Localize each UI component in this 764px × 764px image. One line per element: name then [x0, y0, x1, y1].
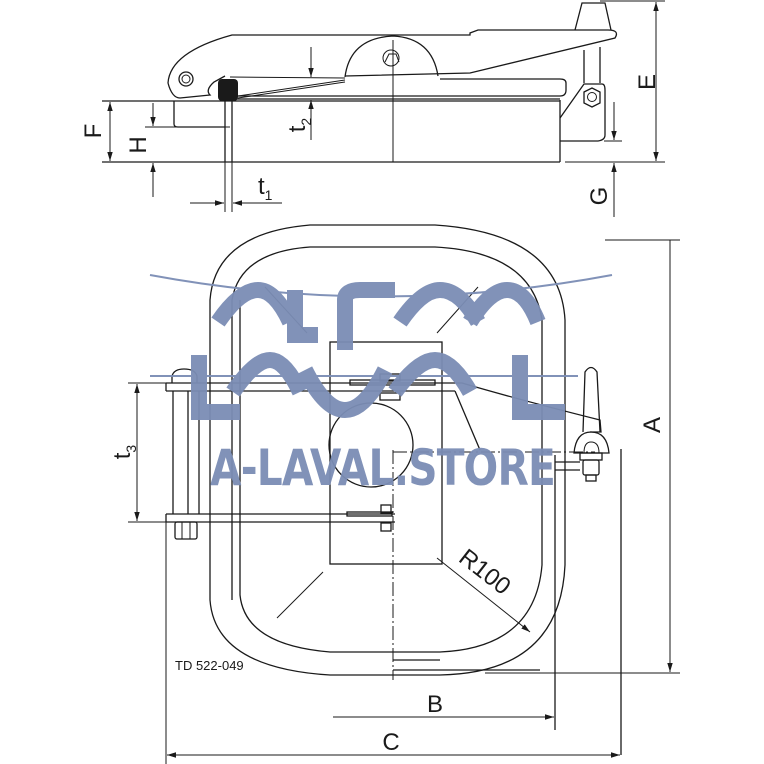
dim-label-t3: t3	[109, 445, 139, 460]
dim-label-g: G	[586, 187, 613, 206]
watermark-text: A-LAVAL.STORE	[210, 439, 555, 497]
drawing-reference: TD 522-049	[175, 658, 244, 673]
dim-label-c: C	[382, 729, 399, 756]
side-view: F H t1 t2 E G	[80, 0, 665, 217]
dim-label-t1: t1	[258, 173, 273, 203]
dim-label-b: B	[427, 691, 443, 718]
radius-label: R100	[454, 544, 516, 601]
dim-label-e: E	[634, 74, 661, 90]
dim-label-t2: t2	[284, 118, 314, 133]
watermark: A-LAVAL.STORE	[149, 274, 613, 497]
dim-label-h: H	[125, 136, 152, 153]
dim-label-f: F	[80, 124, 107, 139]
dim-label-a: A	[639, 417, 666, 433]
